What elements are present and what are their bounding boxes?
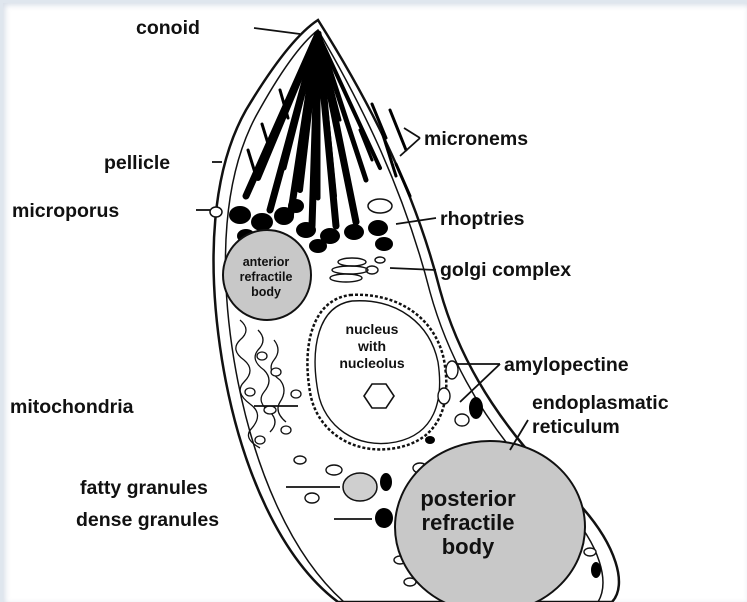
label-fatty-granules: fatty granules [80,477,208,499]
label-amylopectine: amylopectine [504,354,629,376]
posterior-line-3: body [442,534,495,559]
anterior-line-1: anterior [243,255,290,269]
nucleus-line-1: nucleus [346,321,399,337]
microporus-ring [210,207,222,217]
label-microporus: microporus [12,200,119,222]
label-rhoptries: rhoptries [440,208,525,230]
label-endoplasmatic-1: endoplasmatic [532,392,669,414]
vesicle [368,199,392,213]
label-endoplasmatic-2: reticulum [532,416,620,438]
label-dense-granules: dense granules [76,509,219,531]
anterior-refractile-body: anterior refractile body [223,230,311,320]
label-micronems: micronems [424,128,528,150]
nucleus-line-2: with [357,338,386,354]
label-golgi: golgi complex [440,259,571,281]
posterior-line-2: refractile [422,510,515,535]
nucleus-line-3: nucleolus [339,355,405,371]
label-conoid: conoid [136,17,200,39]
anterior-line-2: refractile [240,270,293,284]
posterior-refractile-body: posterior refractile body [395,441,585,602]
anterior-line-3: body [251,285,281,299]
label-pellicle: pellicle [104,152,170,174]
fatty-granule [343,473,377,501]
posterior-line-1: posterior [420,486,516,511]
label-mitochondria: mitochondria [10,396,134,418]
dense-granule [375,508,393,528]
